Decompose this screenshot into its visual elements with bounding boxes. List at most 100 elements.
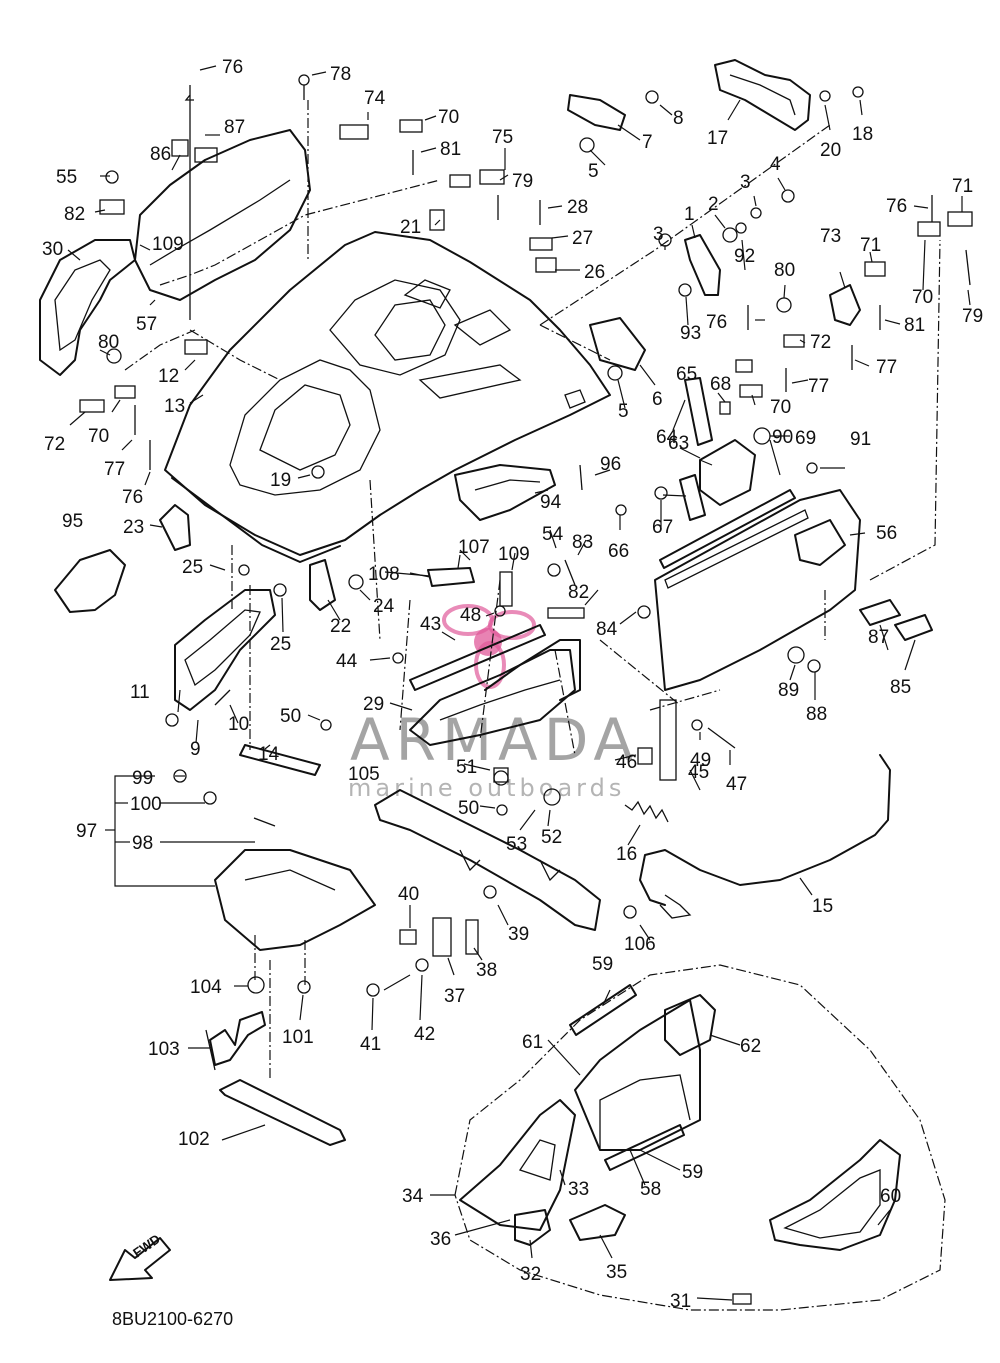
- callout-label: 47: [726, 774, 747, 795]
- nut-icon: [819, 90, 831, 102]
- watermark-brand: ARMADA: [350, 706, 639, 774]
- callout-label: 95: [62, 511, 83, 532]
- washer-icon: [173, 769, 187, 783]
- bolt-icon: [623, 905, 637, 919]
- callout-label: 31: [670, 1291, 691, 1312]
- callout-label: 99: [132, 768, 153, 789]
- fasteners: [79, 74, 973, 1071]
- callout-label: 29: [363, 694, 384, 715]
- callout-label: 37: [444, 986, 465, 1007]
- group-bracket: [105, 775, 255, 887]
- washer-icon: [415, 958, 429, 972]
- fwd-label: FWD: [130, 1231, 163, 1260]
- callout-label: 71: [860, 235, 881, 256]
- callout-label: 60: [880, 1186, 901, 1207]
- callout-label: 7: [642, 132, 653, 153]
- washer-icon: [273, 583, 287, 597]
- callout-label: 33: [568, 1179, 589, 1200]
- callout-label: 25: [270, 634, 291, 655]
- callout-label: 89: [778, 680, 799, 701]
- callout-label: 16: [616, 844, 637, 865]
- bolt-icon: [105, 170, 119, 184]
- diagram-code: 8BU2100-6270: [112, 1309, 233, 1329]
- callout-label: 77: [876, 357, 897, 378]
- callout-label: 87: [224, 117, 245, 138]
- grommet-icon: [247, 976, 265, 994]
- left-brackets: [39, 129, 336, 711]
- callout-label: 68: [710, 374, 731, 395]
- callout-label: 53: [506, 834, 527, 855]
- callout-label: 5: [588, 161, 599, 182]
- callout-label: 105: [348, 764, 380, 785]
- front-apron: [654, 489, 861, 691]
- callout-label: 35: [606, 1262, 627, 1283]
- callout-label: 98: [132, 833, 153, 854]
- callout-label: 19: [270, 470, 291, 491]
- bolt-icon: [366, 983, 380, 997]
- callout-label: 59: [592, 954, 613, 975]
- callout-label: 72: [810, 332, 831, 353]
- callout-label: 71: [952, 176, 973, 197]
- callout-label: 59: [682, 1162, 703, 1183]
- callout-label: 76: [122, 487, 143, 508]
- callout-label: 26: [584, 262, 605, 283]
- callout-label: 86: [150, 144, 171, 165]
- callout-label: 11: [130, 682, 150, 703]
- callout-label: 38: [476, 960, 497, 981]
- callout-label: 52: [541, 827, 562, 848]
- callout-label: 88: [806, 704, 827, 725]
- callout-label: 80: [774, 260, 795, 281]
- washer-icon: [750, 207, 762, 219]
- grommet-icon: [311, 465, 325, 479]
- callout-label: 62: [740, 1036, 761, 1057]
- washer-icon: [807, 659, 821, 673]
- grommet-icon: [106, 348, 122, 364]
- callout-label: 8: [673, 108, 684, 129]
- callout-label: 46: [616, 752, 637, 773]
- grommet-icon: [547, 563, 561, 577]
- callout-label: 101: [282, 1027, 314, 1048]
- callout-label: 78: [330, 64, 351, 85]
- callout-label: 13: [164, 396, 185, 417]
- watermark-tagline: marine outboards: [348, 774, 625, 802]
- callout-label: 76: [706, 312, 727, 333]
- callout-label: 36: [430, 1229, 451, 1250]
- callout-label: 96: [600, 454, 621, 475]
- bolt-icon: [615, 504, 627, 516]
- callout-label: 65: [676, 364, 697, 385]
- callout-label: 77: [808, 376, 829, 397]
- bolt-icon: [238, 564, 250, 576]
- callout-label: 44: [336, 651, 358, 672]
- clip-icon: [203, 791, 217, 805]
- callout-label: 43: [420, 614, 441, 635]
- bolt-icon: [645, 90, 659, 104]
- callout-label: 3: [653, 224, 664, 245]
- callout-label: 40: [398, 884, 419, 905]
- callout-label: 97: [76, 821, 97, 842]
- watermark-propeller-blade: [488, 610, 536, 640]
- callout-label: 18: [852, 124, 873, 145]
- callout-label: 50: [458, 798, 479, 819]
- washer-icon: [678, 283, 692, 297]
- callout-label: 66: [608, 541, 629, 562]
- callout-label: 63: [668, 433, 689, 454]
- callout-label: 109: [152, 234, 184, 255]
- callout-label: 57: [136, 314, 157, 335]
- callout-label: 80: [98, 332, 119, 353]
- callout-label: 48: [460, 605, 481, 626]
- nut-icon: [579, 137, 595, 153]
- callout-label: 58: [640, 1179, 661, 1200]
- right-upper-parts: [567, 59, 933, 641]
- callout-label: 85: [890, 677, 911, 698]
- callout-label: 25: [182, 557, 203, 578]
- assembly-lines: [124, 100, 941, 1080]
- top-cowling-shell: [164, 231, 611, 563]
- washer-icon: [654, 486, 668, 500]
- callout-label: 73: [820, 226, 841, 247]
- callout-label: 103: [148, 1039, 180, 1060]
- callout-label: 70: [438, 107, 459, 128]
- washer-icon: [165, 713, 179, 727]
- callout-label: 12: [158, 366, 179, 387]
- bushing-icon: [787, 646, 805, 664]
